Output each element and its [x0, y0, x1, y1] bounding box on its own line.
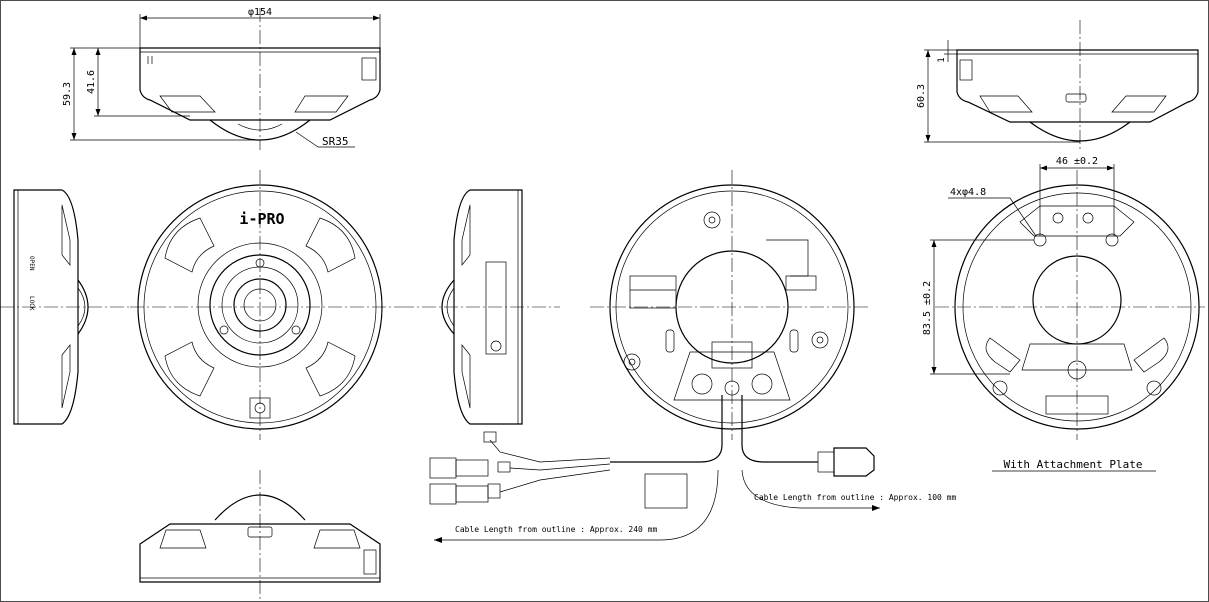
bottom-view: Cable Length from outline : Approx. 100 …	[429, 170, 956, 543]
hole-pitch-vertical-label: 83.5 ±0.2	[922, 281, 933, 335]
height-body-label: 41.6	[86, 70, 97, 94]
cable-short-label: Cable Length from outline : Approx. 100 …	[754, 493, 956, 502]
right-side-view	[400, 189, 560, 425]
holes-label: 4xφ4.8	[950, 187, 986, 198]
height-with-plate-label: 60.3	[916, 84, 927, 108]
height-total-label: 59.3	[62, 82, 73, 106]
attachment-plate-view: 46 ±0.2 4xφ4.8 83.5 ±0.2 With Attachment…	[922, 156, 1205, 472]
plate-gap-label: 1	[937, 57, 947, 62]
dome-radius-label: SR35	[322, 135, 349, 148]
side-elevation-with-plate: 60.3 1	[916, 20, 1199, 150]
cable-long-label: Cable Length from outline : Approx. 240 …	[455, 525, 657, 534]
side-elevation-view: φ154 59.3 41.6 SR35	[62, 7, 381, 150]
lock-switch-label: LOCK	[28, 296, 35, 311]
open-switch-label: OPEN	[28, 256, 35, 271]
top-view: i-PRO	[130, 170, 400, 440]
front-elevation-view	[139, 470, 381, 600]
diameter-label: φ154	[248, 7, 272, 18]
attachment-plate-caption: With Attachment Plate	[1003, 458, 1142, 471]
left-side-view: OPEN LOCK	[0, 189, 130, 425]
hole-spacing-label: 46 ±0.2	[1056, 156, 1098, 167]
brand-logo: i-PRO	[239, 210, 284, 228]
